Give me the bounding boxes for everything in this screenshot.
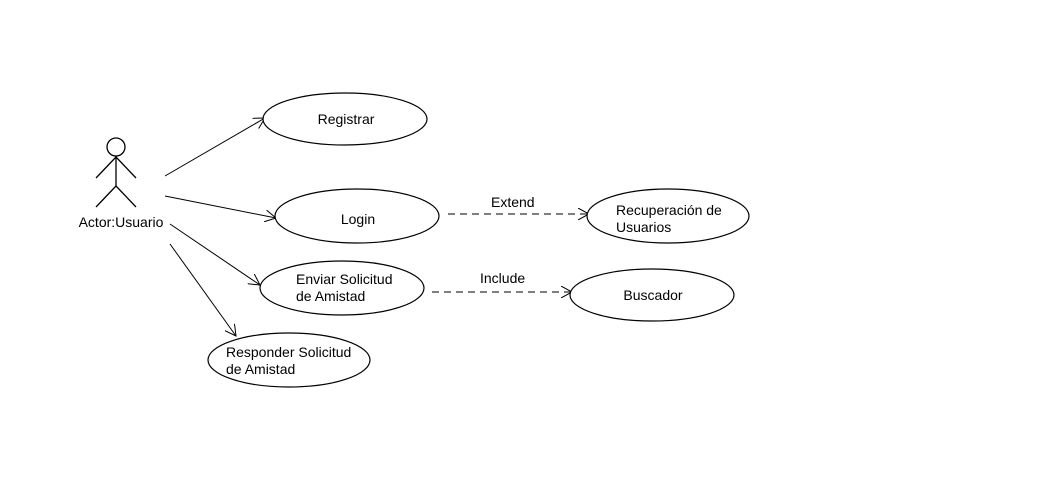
actor-label: Actor:Usuario — [79, 214, 164, 230]
use-case-buscador — [569, 268, 735, 322]
actor-leg-left — [95, 185, 117, 208]
use-case-recuperacion-usuarios — [586, 188, 750, 244]
actor-leg-right — [115, 185, 137, 208]
association-login — [164, 195, 276, 218]
actor-arm-right — [115, 156, 137, 179]
use-case-recuperacion-label: Recuperación de Usuarios — [616, 202, 726, 235]
use-case-login-label: Login — [341, 211, 375, 227]
use-case-responder-label: Responder Solicitud de Amistad — [226, 344, 355, 377]
use-case-buscador-label: Buscador — [623, 287, 682, 303]
extend-label: Extend — [491, 194, 535, 210]
association-registrar — [164, 118, 265, 177]
association-enviar — [169, 223, 260, 285]
actor-head — [106, 137, 126, 157]
association-responder — [169, 243, 236, 336]
use-case-enviar-label: Enviar Solicitud de Amistad — [296, 271, 396, 304]
use-case-login — [274, 188, 440, 244]
actor-usuario — [95, 137, 137, 208]
actor-arm-left — [95, 156, 117, 179]
use-case-enviar-solicitud — [259, 260, 425, 316]
use-case-registrar — [262, 92, 428, 146]
use-case-registrar-label: Registrar — [318, 111, 375, 127]
include-label: Include — [480, 270, 525, 286]
use-case-responder-solicitud — [207, 332, 371, 388]
